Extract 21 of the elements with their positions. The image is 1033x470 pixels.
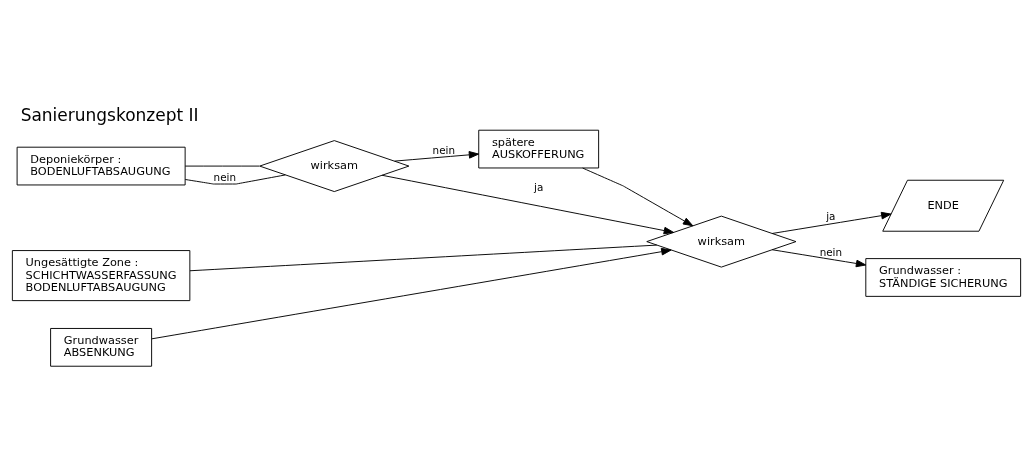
- node-box: spätere AUSKOFFERUNG: [478, 129, 600, 169]
- node-box: Ungesättigte Zone : SCHICHTWASSERFASSUNG BODENLUFTABSAUGUNG: [11, 250, 191, 302]
- connector: [184, 165, 260, 167]
- arrow: [582, 167, 694, 227]
- connector: [189, 244, 658, 272]
- edge-label: nein: [213, 171, 236, 183]
- arrow: [771, 249, 867, 268]
- node-box: Grundwasser ABSENKUNG: [50, 328, 153, 367]
- edge-label: ja: [826, 209, 836, 222]
- edge-label: ja: [534, 181, 544, 194]
- arrow: [151, 247, 672, 340]
- edge-label: nein: [819, 245, 843, 258]
- node-box: Grundwasser : STÄNDIGE SICHERUNG: [865, 258, 1022, 297]
- diagram-title: Sanierungskonzept II: [20, 105, 199, 126]
- edge-label: nein: [432, 143, 456, 156]
- arrow: [771, 211, 892, 234]
- arrow: [381, 174, 675, 235]
- arrow: [394, 151, 480, 162]
- node-box: Deponiekörper : BODENLUFTABSAUGUNG: [16, 146, 186, 186]
- connector: [184, 174, 286, 185]
- node-diamond: wirksam: [259, 140, 410, 193]
